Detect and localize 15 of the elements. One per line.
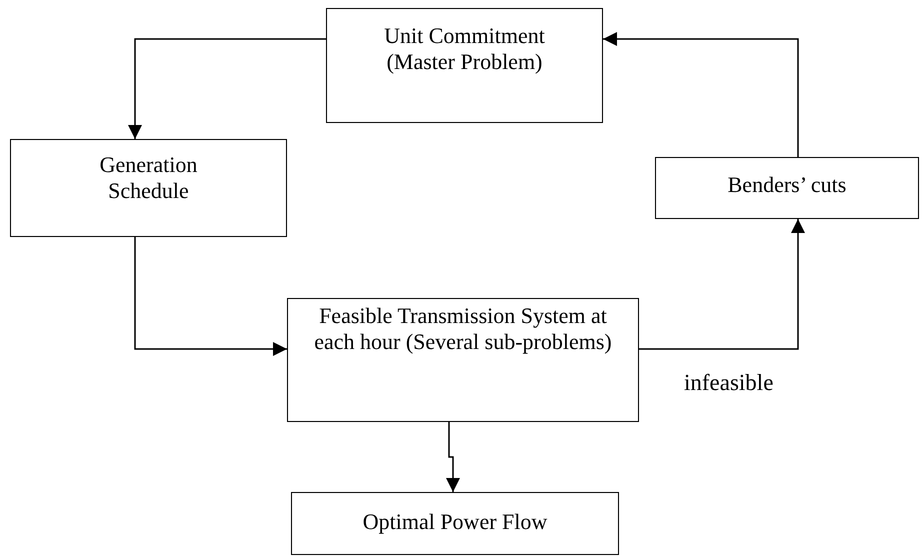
box-text: Benders’ cuts	[728, 172, 846, 198]
box-text: Unit Commitment (Master Problem)	[383, 23, 546, 76]
process-box	[291, 492, 619, 555]
box-text: Optimal Power Flow	[362, 509, 548, 536]
box-text: Feasible Transmission System at each hour (Several sub-problems)	[313, 303, 613, 356]
process-box	[10, 139, 287, 237]
process-box	[326, 8, 603, 123]
arrow	[603, 32, 799, 157]
arrow	[128, 38, 326, 139]
box-text: Generation Schedule	[98, 152, 198, 205]
arrow	[134, 237, 287, 356]
arrow	[446, 422, 460, 492]
arrow	[639, 219, 805, 350]
process-box	[655, 157, 919, 219]
process-box	[287, 298, 639, 422]
